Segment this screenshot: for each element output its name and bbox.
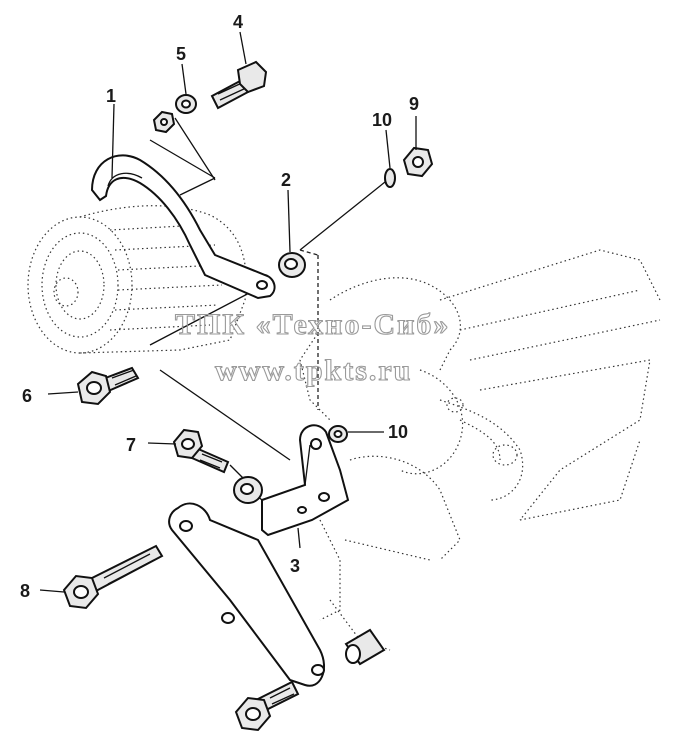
washer-part-10-lower: [328, 425, 348, 443]
bolt-part-4: [210, 60, 268, 110]
bolt-part-8: [62, 544, 164, 610]
callout-5: 5: [176, 44, 186, 64]
alignment-lines: [149, 117, 386, 481]
callout-8: 8: [20, 581, 30, 601]
callout-9: 9: [409, 94, 419, 114]
callout-2: 2: [281, 170, 291, 190]
callout-10-upper: 10: [372, 110, 392, 130]
watermark-company: ТПК «Техно-Сиб»: [175, 308, 450, 341]
callout-4: 4: [233, 12, 243, 32]
watermark: ТПК «Техно-Сиб» www.tpkts.ru: [174, 307, 450, 387]
spacer-part-2: [278, 252, 306, 278]
washer-part-5: [175, 94, 197, 114]
adjusting-bracket-part-1: [90, 154, 276, 300]
support-plate: [168, 502, 325, 687]
bolt-part-6: [76, 366, 140, 406]
mounting-bracket-part-3: [249, 424, 350, 537]
callout-3: 3: [290, 556, 300, 576]
bolt-part-7: [172, 428, 230, 474]
callout-10-lower: 10: [388, 422, 408, 442]
watermark-url: www.tpkts.ru: [215, 354, 412, 387]
callout-labels: 1 2 3 4 5 6 7 8 9 10 10: [20, 12, 419, 601]
bushing: [233, 476, 263, 504]
nut-small: [152, 110, 176, 134]
alternator-outline: [27, 205, 247, 354]
washer-part-10-upper: [384, 168, 396, 188]
callout-1: 1: [106, 86, 116, 106]
callout-leaders: [39, 31, 417, 593]
sleeve: [344, 628, 386, 666]
callout-6: 6: [22, 386, 32, 406]
bolt-bottom: [234, 680, 300, 732]
nut-part-9: [402, 146, 434, 178]
callout-7: 7: [126, 435, 136, 455]
